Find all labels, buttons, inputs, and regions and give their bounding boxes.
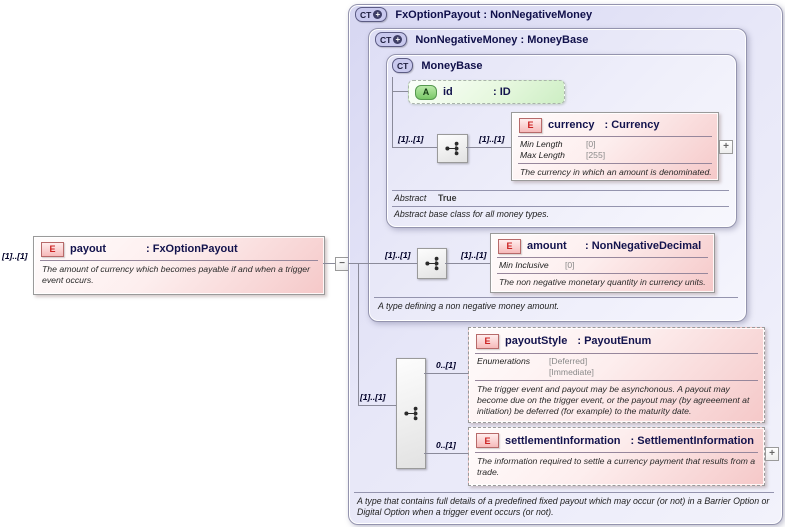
- connector-line: [424, 453, 468, 454]
- settlementinformation-cardinality: 0..[1]: [436, 440, 456, 450]
- payout-cardinality: [1]..[1]: [2, 251, 28, 261]
- sequence-icon: [424, 256, 438, 271]
- moneybase-annotation: Abstract base class for all money types.: [394, 209, 549, 219]
- divider: [497, 273, 708, 274]
- facet-min-length: Min Length [0]: [520, 139, 596, 149]
- amount-cardinality: [1]..[1]: [461, 250, 487, 260]
- element-amount[interactable]: E amount : NonNegativeDecimal Min Inclus…: [490, 233, 715, 293]
- derived-plus-icon: +: [393, 35, 403, 44]
- payout-type: : FxOptionPayout: [146, 243, 238, 255]
- payoutstyle-name: payoutStyle: [505, 335, 568, 347]
- divider: [392, 190, 729, 191]
- connector-line: [424, 373, 468, 374]
- settlementinformation-description: The information required to settle a cur…: [477, 456, 756, 477]
- currency-type: : Currency: [604, 119, 660, 131]
- sequence-compositor[interactable]: [396, 358, 426, 469]
- connector-line: [358, 263, 359, 406]
- complextype-icon: CT: [392, 58, 414, 73]
- divider: [518, 136, 712, 137]
- element-icon: E: [476, 433, 499, 448]
- complextype-icon: CT +: [375, 32, 408, 47]
- moneybase-title: MoneyBase: [421, 59, 483, 72]
- connector-line: [392, 91, 408, 92]
- payout-description: The amount of currency which becomes pay…: [42, 264, 311, 285]
- sequence-cardinality: [1]..[1]: [385, 250, 411, 260]
- element-icon: E: [41, 241, 64, 257]
- divider: [392, 206, 729, 207]
- element-icon: E: [519, 117, 542, 133]
- fxoptionpayout-annotation: A type that contains full details of a p…: [357, 496, 770, 517]
- element-icon: E: [476, 333, 499, 349]
- nonnegativemoney-annotation: A type defining a non negative money amo…: [378, 301, 560, 311]
- divider: [518, 163, 712, 164]
- attribute-id[interactable]: A id : ID: [408, 80, 565, 104]
- connector-line: [348, 263, 417, 264]
- settlementinformation-type: : SettlementInformation: [630, 434, 754, 447]
- derived-plus-icon: +: [373, 10, 383, 19]
- amount-type: : NonNegativeDecimal: [585, 240, 702, 252]
- divider: [475, 353, 758, 354]
- id-type: : ID: [493, 86, 511, 98]
- nonnegativemoney-title: NonNegativeMoney : MoneyBase: [415, 33, 589, 46]
- divider: [40, 260, 318, 261]
- payoutstyle-description: The trigger event and payout may be asyn…: [477, 384, 750, 416]
- connector-line: [392, 147, 437, 148]
- element-settlementinformation[interactable]: E settlementInformation : SettlementInfo…: [468, 427, 765, 486]
- sequence-compositor[interactable]: [417, 248, 447, 279]
- amount-name: amount: [527, 240, 567, 252]
- currency-cardinality: [1]..[1]: [479, 134, 505, 144]
- currency-description: The currency in which an amount is denom…: [520, 167, 712, 177]
- sequence-compositor[interactable]: [437, 134, 468, 163]
- element-payout[interactable]: E payout : FxOptionPayout The amount of …: [33, 236, 325, 295]
- amount-description: The non negative monetary quantity in cu…: [499, 277, 706, 287]
- payoutstyle-cardinality: 0..[1]: [436, 360, 456, 370]
- complextype-icon: CT +: [355, 7, 388, 22]
- divider: [475, 452, 758, 453]
- sequence-icon: [403, 406, 417, 421]
- facet-min-inclusive: Min Inclusive [0]: [499, 260, 575, 270]
- element-payoutstyle[interactable]: E payoutStyle : PayoutEnum Enumerations …: [468, 327, 765, 423]
- payoutstyle-type: : PayoutEnum: [577, 335, 652, 347]
- expand-toggle[interactable]: +: [719, 140, 733, 154]
- id-name: id: [443, 86, 453, 98]
- collapse-toggle[interactable]: −: [335, 257, 349, 271]
- settlementinformation-name: settlementInformation: [505, 434, 621, 447]
- connector-line: [358, 405, 396, 406]
- connector-line: [392, 77, 393, 148]
- divider: [497, 257, 708, 258]
- facet-max-length: Max Length [255]: [520, 150, 606, 160]
- sequence-cardinality: [1]..[1]: [398, 134, 424, 144]
- facet-enumerations: Enumerations [Deferred] [Immediate]: [477, 356, 594, 377]
- payout-name: payout: [70, 243, 107, 255]
- currency-name: currency: [548, 119, 595, 131]
- sequence-icon: [445, 141, 459, 156]
- payout-header: E payout : FxOptionPayout: [34, 237, 324, 259]
- divider: [475, 380, 758, 381]
- connector-line: [466, 147, 511, 148]
- expand-toggle[interactable]: +: [765, 447, 779, 461]
- divider: [374, 297, 738, 298]
- divider: [354, 492, 774, 493]
- sequence-cardinality: [1]..[1]: [360, 392, 386, 402]
- element-icon: E: [498, 238, 521, 254]
- connector-line: [445, 263, 490, 264]
- fxoptionpayout-title: FxOptionPayout : NonNegativeMoney: [395, 8, 593, 21]
- element-currency[interactable]: E currency : Currency Min Length [0] Max…: [511, 112, 719, 181]
- abstract-facet: Abstract True: [394, 193, 457, 203]
- attribute-icon: A: [415, 84, 437, 100]
